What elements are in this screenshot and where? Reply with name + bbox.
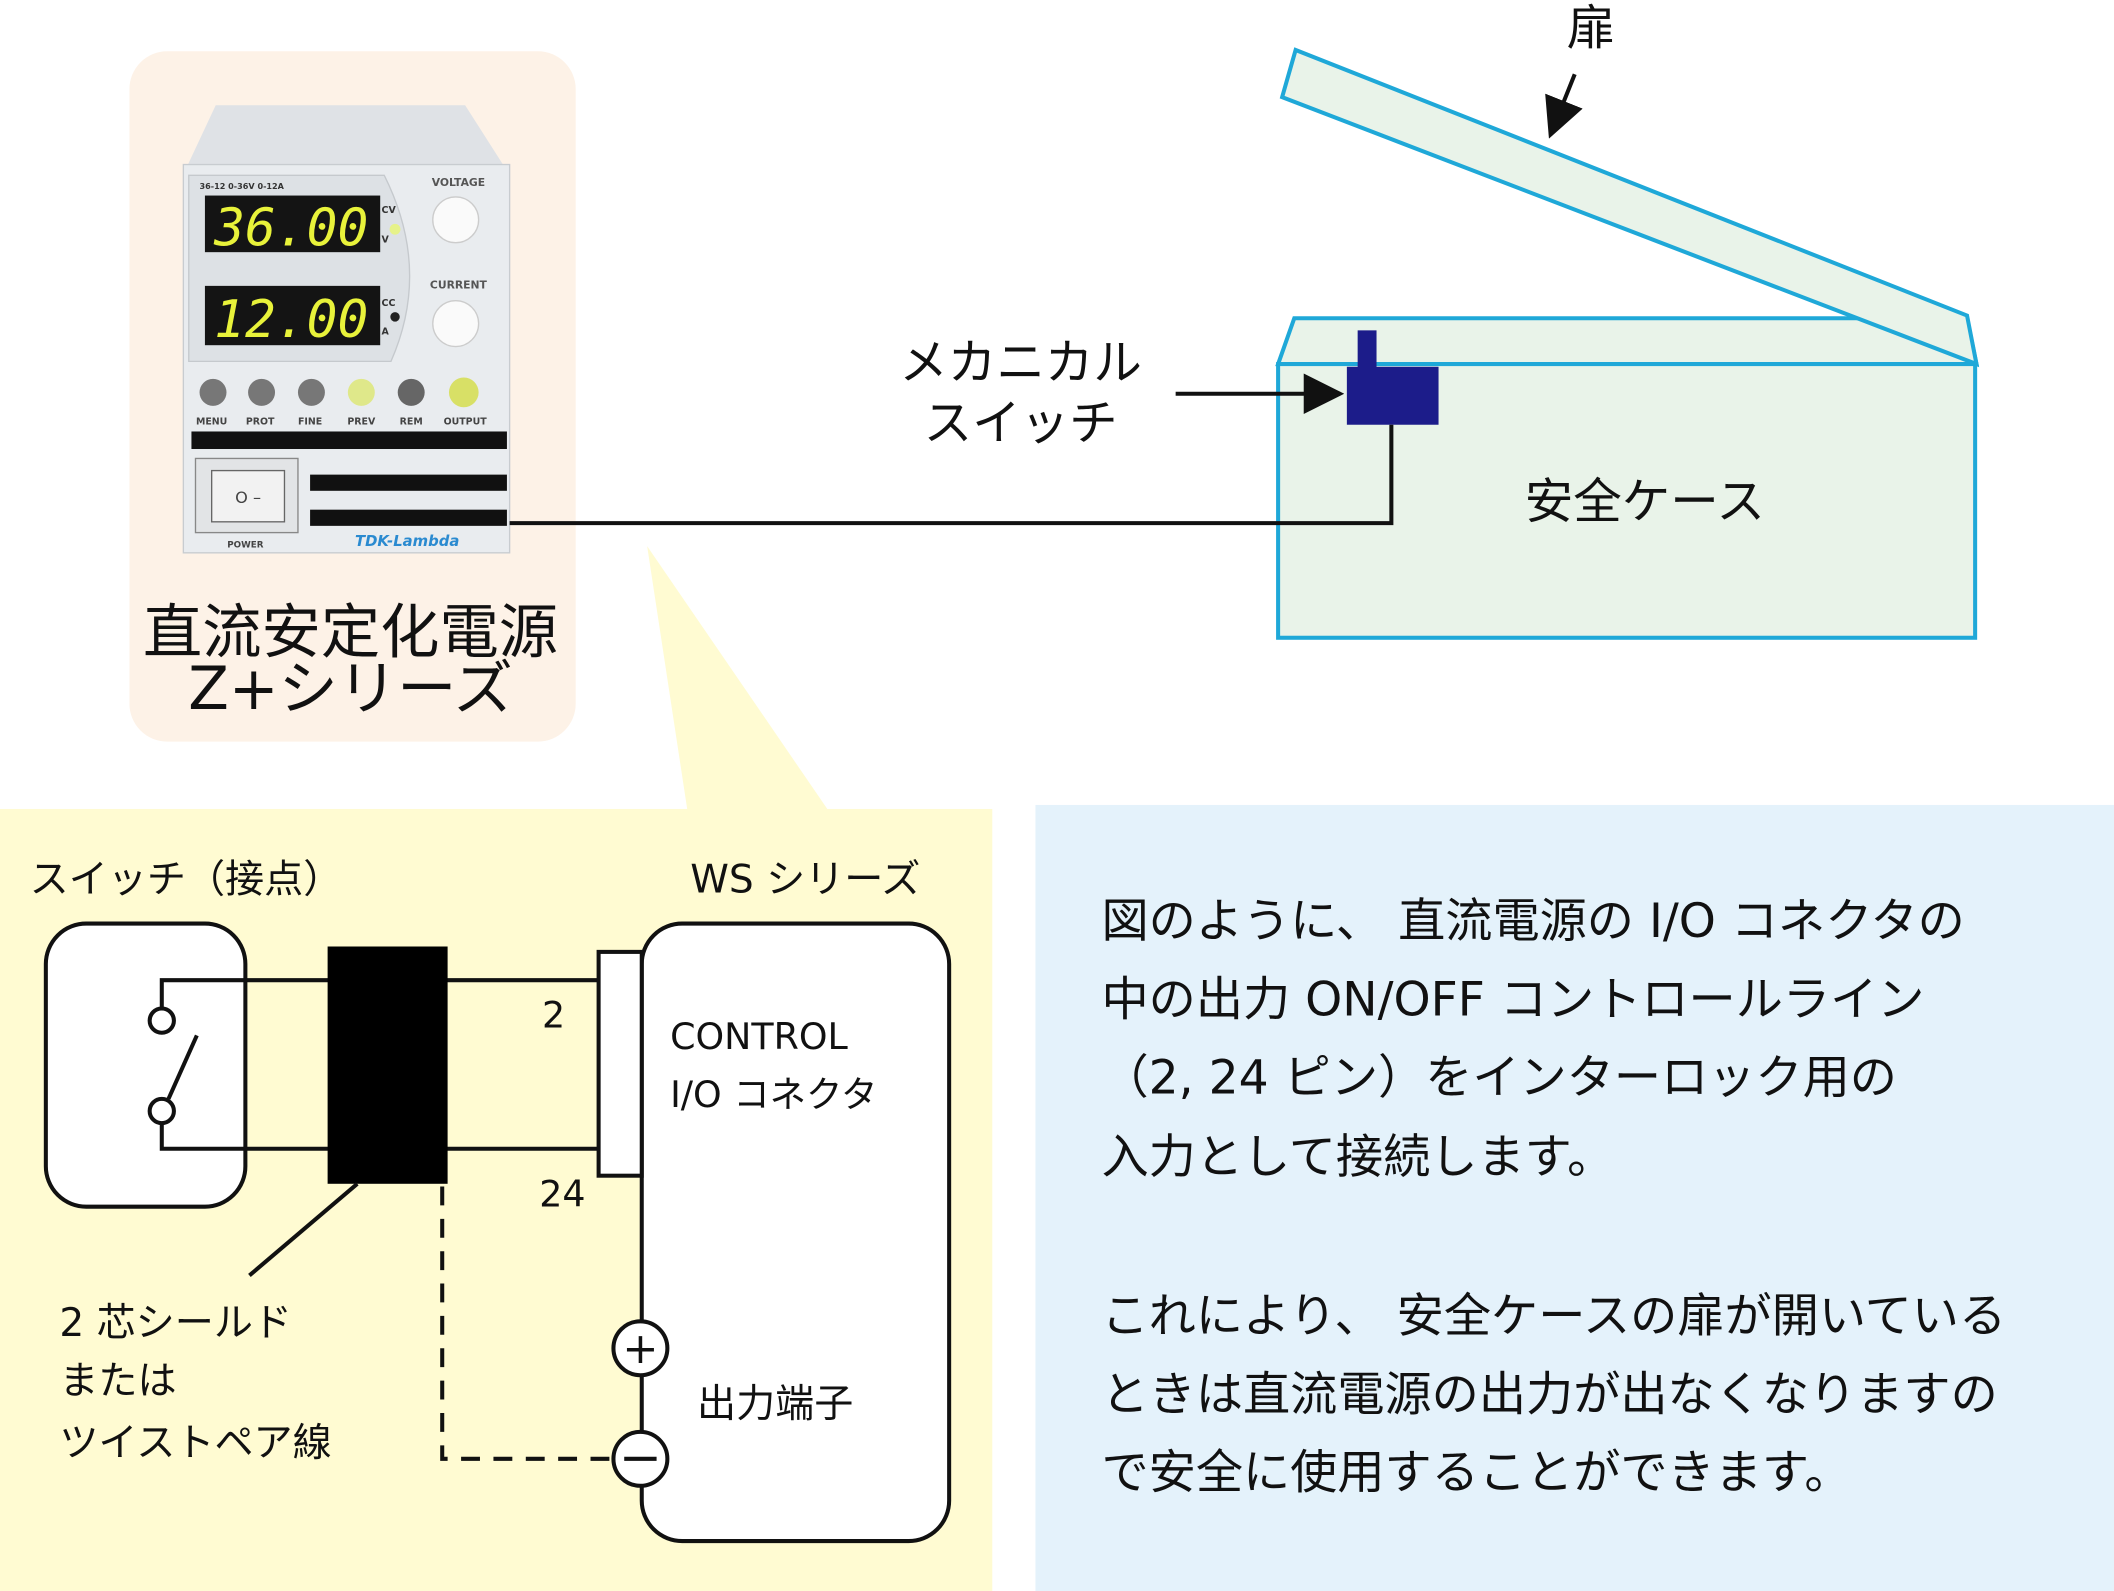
description-text: 図のように、 直流電源の I/O コネクタの 中の出力 ON/OFF コントロー… (1101, 894, 2006, 1500)
case-door[interactable] (1279, 47, 1980, 368)
cc-led-icon (390, 312, 400, 322)
ws-series-label: WS シリーズ (690, 858, 920, 903)
wire-pin-2 (159, 978, 599, 1009)
current-readout: 12.00 (214, 290, 368, 350)
svg-text:O –: O – (235, 488, 261, 507)
description-line: 中の出力 ON/OFF コントロールライン (1101, 972, 1924, 1027)
connector-label-2: I/O コネクタ (670, 1073, 877, 1116)
cc-label: CC (382, 298, 396, 309)
contact-switch-box (43, 921, 248, 1209)
description-line: ときは直流電源の出力が出なくなりますの (1101, 1367, 1997, 1422)
rem-label: REM (400, 417, 423, 428)
interlock-cable (509, 424, 1394, 526)
a-label: A (382, 326, 390, 337)
callout-pointer (647, 546, 830, 812)
cv-label: CV (382, 205, 397, 216)
rem-button[interactable] (397, 378, 425, 406)
cable-label-2: または (59, 1359, 176, 1404)
description-line: で安全に使用することができます。 (1101, 1445, 1851, 1500)
io-connector (596, 949, 644, 1178)
plus-terminal-icon (611, 1319, 670, 1378)
cv-led-icon (389, 223, 401, 235)
pin-24-label: 24 (539, 1173, 585, 1216)
menu-label: MENU (196, 417, 227, 428)
v-label: V (382, 235, 390, 246)
current-display (204, 285, 381, 346)
description-panel (1035, 804, 2114, 1591)
voltage-readout: 36.00 (213, 198, 368, 258)
menu-button[interactable] (199, 378, 227, 406)
description-line: 入力として接続します。 (1101, 1130, 1614, 1185)
door-label: 扉 (1567, 1, 1616, 57)
description-line: 図のように、 直流電源の I/O コネクタの (1101, 894, 1964, 949)
shield-cable-block (327, 946, 448, 1184)
output-button[interactable] (448, 377, 479, 408)
power-supply-title: 直流安定化電源 (143, 598, 558, 667)
description-line: これにより、 安全ケースの扉が開いている (1101, 1289, 2006, 1344)
power-supply-series: Z+シリーズ (188, 654, 513, 723)
mechanical-switch (1346, 366, 1439, 425)
contact-bottom-icon (147, 1096, 176, 1126)
current-knob-label: CURRENT (430, 279, 488, 292)
ws-series-box (639, 921, 952, 1544)
voltage-knob-label: VOLTAGE (432, 176, 485, 189)
shield-ground-line (440, 1186, 614, 1461)
brand-logo: TDK-Lambda (355, 533, 459, 550)
switch-label-1: メカニカル (899, 335, 1142, 391)
prot-button[interactable] (248, 378, 276, 406)
contact-switch-label: スイッチ（接点） (30, 858, 343, 903)
case-label: 安全ケース (1525, 474, 1765, 530)
power-supply-device: 36-12 0-36V 0-12A 36.00 CV V 12.00 CC A … (182, 105, 511, 554)
power-label: POWER (227, 540, 263, 550)
door-arrow-icon (1545, 73, 1583, 139)
model-label: 36-12 0-36V 0-12A (200, 181, 285, 191)
svg-text:+: + (622, 1324, 658, 1374)
current-knob[interactable] (432, 300, 480, 348)
prot-label: PROT (246, 417, 275, 428)
voltage-display (204, 195, 381, 253)
switch-lever-icon (166, 1034, 199, 1100)
fine-label: FINE (298, 417, 322, 428)
output-label: OUTPUT (444, 417, 488, 428)
cable-label-3: ツイストペア線 (59, 1421, 331, 1466)
cable-label-1: 2 芯シールド (59, 1301, 292, 1346)
output-terminal-label: 出力端子 (697, 1382, 853, 1427)
prev-button[interactable] (347, 378, 375, 406)
cable-leader-line (248, 1182, 359, 1278)
connector-label-1: CONTROL (670, 1015, 848, 1058)
description-line: （2, 24 ピン）をインターロック用の (1101, 1050, 1896, 1105)
switch-label-2: スイッチ (924, 396, 1118, 452)
wire-pin-24 (159, 1123, 599, 1151)
safety-case (1275, 47, 1980, 640)
contact-top-icon (147, 1006, 176, 1035)
prev-label: PREV (347, 417, 376, 428)
pin-2-label: 2 (542, 993, 565, 1036)
voltage-knob[interactable] (432, 196, 480, 244)
switch-actuator (1357, 330, 1377, 369)
fine-button[interactable] (297, 378, 325, 406)
